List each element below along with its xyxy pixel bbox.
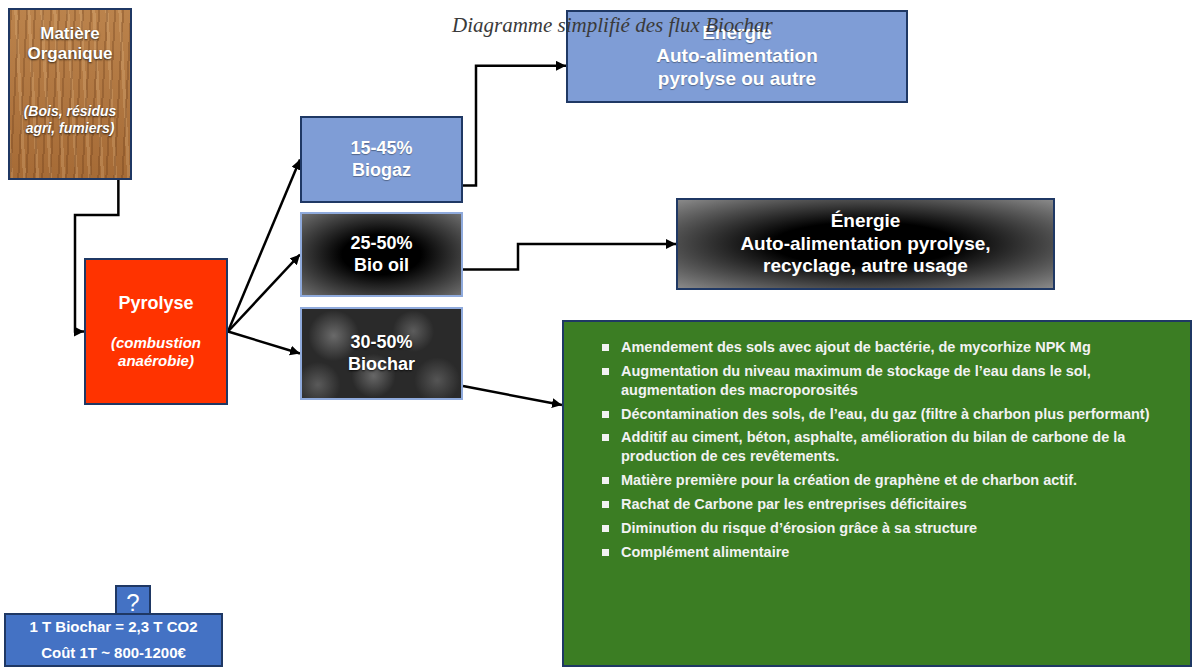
process-box: Pyrolyse (combustion anaérobie): [84, 258, 228, 405]
flow-arrow: [228, 332, 300, 354]
bullet-marker: [602, 411, 609, 418]
output-box: 25-50% Bio oil: [300, 212, 463, 297]
node-content: 1 T Biochar = 2,3 T CO2Coût 1T ~ 800-120…: [10, 618, 217, 662]
node-content: 30-50% Biochar: [308, 315, 455, 392]
bullet-marker: [602, 344, 609, 351]
node-content: 25-50% Bio oil: [308, 220, 455, 289]
bullet-marker: [602, 525, 609, 532]
flow-arrow: [463, 244, 676, 270]
node-heading: 30-50% Biochar: [340, 332, 424, 375]
node-heading: 15-45% Biogaz: [340, 138, 424, 181]
bullet-text: Matière première pour la création de gra…: [621, 471, 1077, 490]
flow-arrow: [228, 160, 300, 332]
node-content: Matière Organique (Bois, résidus agri, fu…: [16, 24, 124, 164]
bullet-row: Amendement des sols avec ajout de bactér…: [602, 338, 1168, 357]
bullet-row: Décontamination des sols, de l’eau, du g…: [602, 405, 1168, 424]
bullet-text: Complément alimentaire: [621, 543, 789, 562]
source-box: Matière Organique (Bois, résidus agri, fu…: [8, 8, 132, 180]
node-subtext: Coût 1T ~ 800-1200€: [41, 644, 186, 662]
flow-arrow: [463, 386, 562, 405]
bullet-row: Matière première pour la création de gra…: [602, 471, 1168, 490]
node-heading: Énergie: [831, 210, 901, 233]
flow-arrow: [228, 255, 300, 332]
node-content: Pyrolyse (combustion anaérobie): [92, 270, 220, 393]
node-subtext: Auto-alimentation pyrolyse ou autre: [635, 45, 840, 91]
bullet-text: Décontamination des sols, de l’eau, du g…: [621, 405, 1150, 424]
bullet-row: Augmentation du niveau maximum de stocka…: [602, 362, 1168, 400]
node-content: 15-45% Biogaz: [308, 124, 455, 195]
node-subtext: (Bois, résidus agri, fumiers): [16, 103, 124, 137]
bullet-row: Complément alimentaire: [602, 543, 1168, 562]
bullet-marker: [602, 549, 609, 556]
node-subtext: Auto-alimentation pyrolyse, recyclage, a…: [696, 233, 1036, 279]
node-content: ÉnergieAuto-alimentation pyrolyse, recyc…: [686, 206, 1045, 282]
node-heading: 25-50% Bio oil: [340, 233, 424, 276]
bullet-marker: [602, 368, 609, 375]
bullet-text: Amendement des sols avec ajout de bactér…: [621, 338, 1091, 357]
use-box: ÉnergieAuto-alimentation pyrolyse, recyc…: [676, 198, 1055, 290]
node-heading: Matière Organique: [16, 24, 124, 65]
flow-arrow: [463, 66, 566, 186]
output-box: 15-45% Biogaz: [300, 116, 463, 203]
node-subtext: (combustion anaérobie): [100, 334, 212, 370]
bullet-text: Diminution du risque d’érosion grâce à s…: [621, 519, 977, 538]
node-heading: 1 T Biochar = 2,3 T CO2: [30, 618, 198, 636]
bullet-marker: [602, 434, 609, 441]
node-heading: Pyrolyse: [118, 293, 193, 315]
bullet-row: Diminution du risque d’érosion grâce à s…: [602, 519, 1168, 538]
uses-list-box: Amendement des sols avec ajout de bactér…: [562, 320, 1192, 667]
bullet-row: Additif au ciment, béton, asphalte, amél…: [602, 428, 1168, 466]
bullet-marker: [602, 501, 609, 508]
bullet-text: Rachat de Carbone par les entreprises dé…: [621, 495, 967, 514]
output-box: 30-50% Biochar: [300, 307, 463, 400]
bullet-marker: [602, 477, 609, 484]
bullet-row: Rachat de Carbone par les entreprises dé…: [602, 495, 1168, 514]
bullet-text: Additif au ciment, béton, asphalte, amél…: [621, 428, 1168, 466]
node-content: Amendement des sols avec ajout de bactér…: [602, 338, 1168, 655]
bullet-text: Augmentation du niveau maximum de stocka…: [621, 362, 1168, 400]
info-box: 1 T Biochar = 2,3 T CO2Coût 1T ~ 800-120…: [4, 613, 223, 667]
diagram-title: Diagramme simplifié des flux Biochar: [452, 13, 773, 38]
